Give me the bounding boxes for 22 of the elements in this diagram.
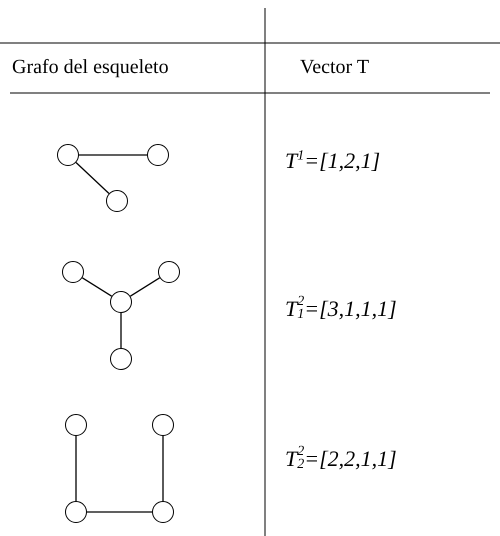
graph-vertex-circle bbox=[57, 144, 79, 166]
graph-edge-line bbox=[87, 511, 152, 513]
graph-vertex-circle bbox=[65, 414, 87, 436]
graph-edge-line bbox=[82, 277, 112, 297]
column-header: Grafo del esqueleto bbox=[12, 56, 169, 79]
graph-edge-line bbox=[79, 154, 147, 156]
graph-vertex-circle bbox=[152, 501, 174, 523]
graph-edge-line bbox=[120, 313, 122, 348]
graph-vertex-circle bbox=[106, 190, 128, 212]
graph-vertex-circle bbox=[110, 291, 132, 313]
graph-vertex-circle bbox=[62, 261, 84, 283]
graph-edge-line bbox=[162, 436, 164, 501]
column-header: Vector T bbox=[300, 56, 370, 79]
vector-formula: T$^{1}$=[1,2,1] bbox=[285, 148, 380, 174]
graph-vertex-circle bbox=[110, 348, 132, 370]
graph-vertex-circle bbox=[147, 144, 169, 166]
graph-edge-line bbox=[76, 162, 110, 194]
graph-vertex-circle bbox=[158, 261, 180, 283]
graph-edge-line bbox=[130, 277, 160, 297]
graph-vertex-circle bbox=[65, 501, 87, 523]
graph-edge-line bbox=[75, 436, 77, 501]
graph-vertex-circle bbox=[152, 414, 174, 436]
